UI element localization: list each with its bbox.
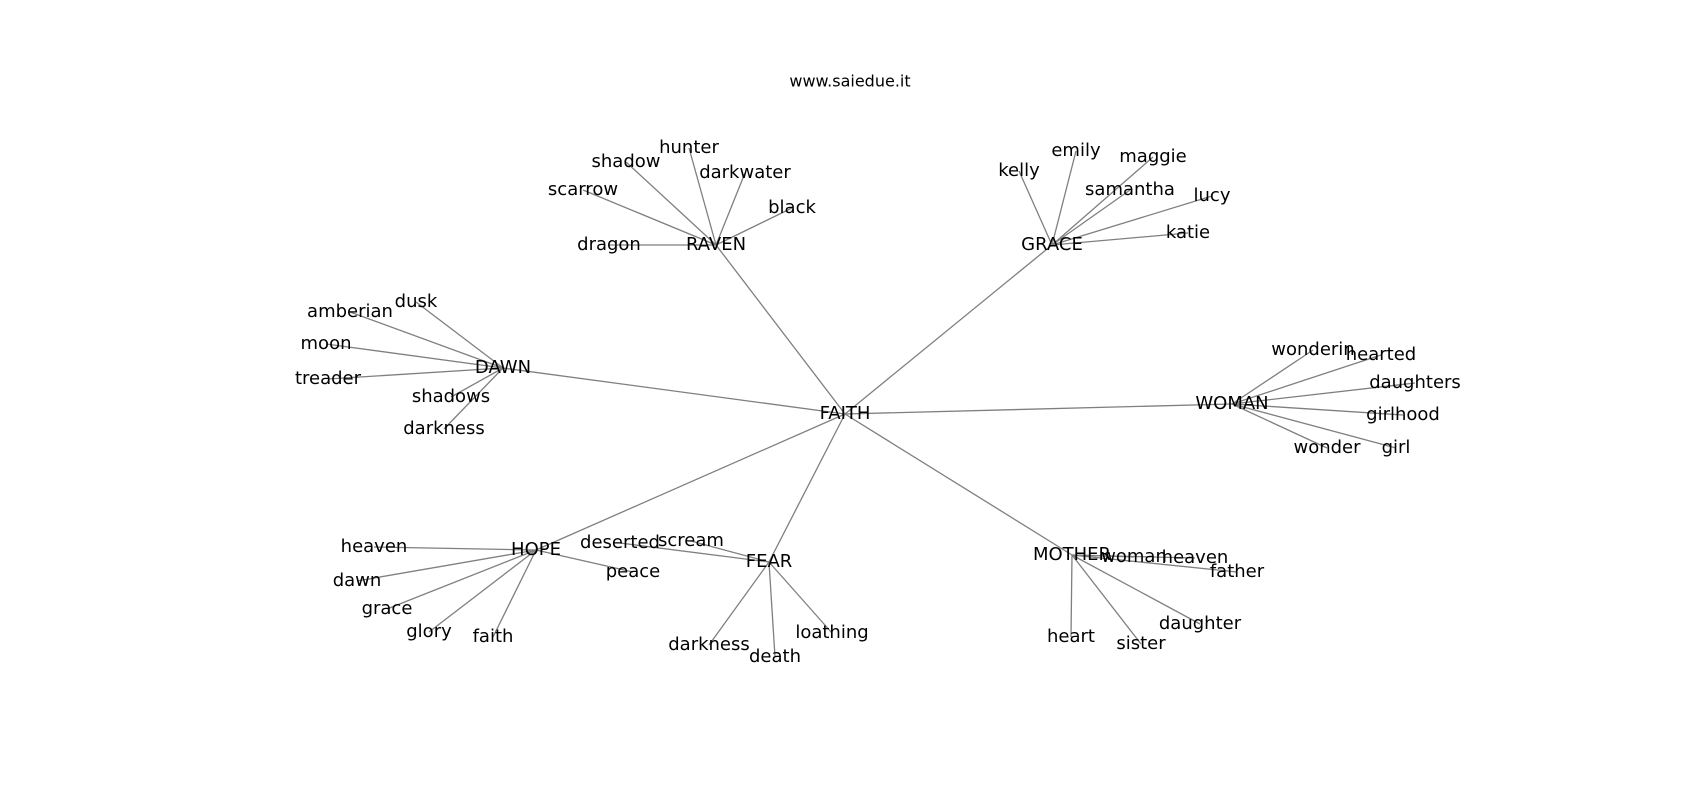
node-leaf: girl [1382, 437, 1411, 458]
edge-dawn-0 [415, 301, 504, 369]
node-hub-mother: MOTHER [1033, 544, 1111, 565]
edge-fear-0 [619, 542, 770, 563]
edge-raven-4 [715, 207, 793, 246]
edge-fear-1 [690, 540, 770, 563]
edge-center-mother [844, 413, 1073, 556]
edge-fear-3 [768, 561, 776, 658]
edge-dawn-3 [327, 367, 504, 380]
node-leaf: peace [606, 561, 661, 582]
node-leaf: grace [362, 598, 413, 619]
node-leaf: maggie [1119, 146, 1187, 167]
node-leaf: father [1210, 561, 1265, 582]
edge-mother-5 [1070, 554, 1073, 638]
node-leaf: woman [1101, 546, 1167, 567]
edge-grace-5 [1051, 232, 1189, 246]
node-leaf: deserted [580, 532, 660, 553]
node-leaf: moon [301, 333, 352, 354]
edge-center-woman [844, 403, 1233, 415]
node-leaf: daughters [1369, 372, 1461, 393]
edge-mother-4 [1071, 554, 1142, 645]
node-hub-raven: RAVEN [686, 234, 746, 255]
edge-woman-1 [1231, 354, 1382, 405]
node-leaf: loathing [795, 622, 868, 643]
node-leaf: girlhood [1366, 404, 1440, 425]
edge-mother-2 [1071, 554, 1238, 573]
edge-grace-3 [1051, 189, 1131, 246]
node-leaf: daughter [1159, 613, 1242, 634]
node-leaf: wonderin [1271, 339, 1354, 360]
node-leaf: death [749, 646, 801, 667]
edge-grace-4 [1051, 195, 1213, 246]
edge-fear-2 [708, 561, 770, 646]
edge-hope-0 [373, 546, 537, 551]
edge-raven-0 [625, 161, 717, 246]
edge-dawn-2 [325, 343, 504, 369]
edge-hope-4 [492, 549, 537, 638]
edge-fear-4 [768, 561, 833, 634]
edge-center-dawn [502, 367, 846, 415]
node-leaf: heaven [1162, 547, 1229, 568]
edge-center-raven [715, 244, 846, 415]
node-hub-dawn: DAWN [475, 357, 531, 378]
node-leaf: dawn [333, 570, 382, 591]
edge-woman-2 [1231, 382, 1416, 405]
node-leaf: hunter [659, 137, 719, 158]
node-leaf: shadows [412, 386, 490, 407]
node-leaf: wonder [1293, 437, 1361, 458]
node-hub-fear: FEAR [746, 551, 793, 572]
node-leaf: emily [1051, 140, 1101, 161]
edge-dawn-5 [443, 367, 504, 430]
node-leaf: glory [406, 621, 452, 642]
node-leaf: kelly [998, 160, 1040, 181]
node-leaf: black [768, 197, 816, 218]
node-leaf: scarrow [548, 179, 618, 200]
node-hub-grace: GRACE [1021, 234, 1083, 255]
edge-woman-4 [1231, 403, 1328, 449]
graph-title: www.saiedue.it [789, 72, 910, 91]
edge-raven-2 [715, 172, 746, 246]
edge-mother-3 [1071, 554, 1201, 625]
edge-woman-5 [1231, 403, 1397, 449]
node-center: FAITH [820, 403, 871, 424]
node-leaf: lucy [1194, 185, 1231, 206]
node-hub-hope: HOPE [511, 539, 561, 560]
node-hub-woman: WOMAN [1195, 393, 1268, 414]
node-leaf: dragon [577, 234, 641, 255]
edge-grace-0 [1018, 170, 1053, 246]
graph-edges [325, 147, 1416, 658]
node-leaf: darkness [668, 634, 750, 655]
node-leaf: faith [473, 626, 514, 647]
edge-grace-1 [1051, 150, 1077, 246]
node-leaf: hearted [1346, 344, 1416, 365]
edge-raven-3 [582, 189, 717, 246]
node-leaf: heart [1047, 626, 1095, 647]
edge-dawn-4 [450, 367, 504, 398]
edge-mother-1 [1071, 554, 1196, 559]
node-leaf: scream [658, 530, 724, 551]
node-leaf: darkwater [699, 162, 791, 183]
edge-dawn-1 [349, 311, 504, 369]
node-leaf: treader [295, 368, 362, 389]
edge-hope-3 [428, 549, 537, 633]
node-leaf: heaven [341, 536, 408, 557]
node-leaf: samantha [1085, 179, 1175, 200]
node-leaf: shadow [592, 151, 661, 172]
edge-grace-2 [1051, 156, 1154, 246]
node-leaf: amberian [307, 301, 393, 322]
edge-woman-3 [1231, 403, 1404, 416]
edge-raven-1 [688, 147, 717, 246]
edge-hope-1 [356, 549, 537, 582]
edge-hope-2 [386, 549, 537, 610]
node-leaf: sister [1116, 633, 1166, 654]
edge-center-hope [535, 413, 846, 551]
node-leaf: darkness [403, 418, 485, 439]
node-leaf: dusk [395, 291, 438, 312]
edge-woman-0 [1231, 349, 1314, 405]
node-leaf: katie [1166, 222, 1210, 243]
edge-hope-5 [535, 549, 634, 573]
edge-center-grace [844, 244, 1053, 415]
edge-center-fear [768, 413, 846, 563]
